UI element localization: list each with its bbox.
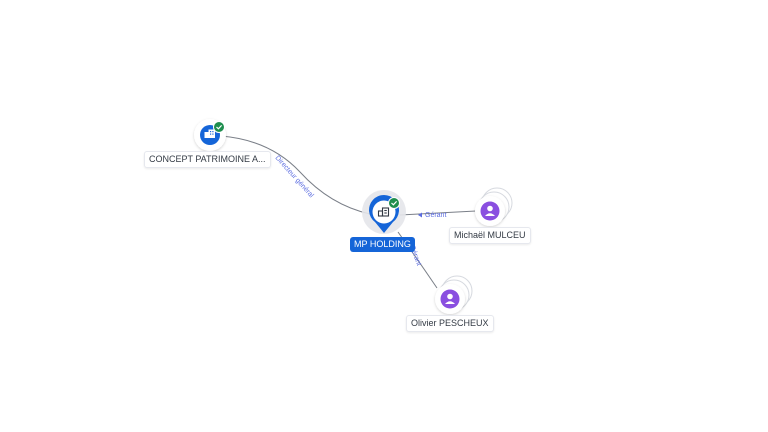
edge-arrow-michael — [418, 212, 422, 218]
verified-check-icon — [213, 121, 225, 133]
person-icon — [485, 205, 495, 216]
node-michael-mulceu[interactable] — [475, 187, 513, 226]
edge-concept-center: Directeur général — [220, 135, 371, 215]
node-olivier-pescheux[interactable] — [435, 275, 473, 314]
node-concept-patrimoine[interactable] — [194, 119, 226, 151]
label-concept-patrimoine[interactable]: CONCEPT PATRIMOINE A... — [144, 151, 271, 168]
building-icon — [377, 207, 390, 217]
person-icon — [445, 293, 455, 304]
node-mp-holding[interactable] — [362, 190, 406, 234]
edge-label-gerant-michael: Gérant — [425, 212, 446, 219]
label-michael-mulceu[interactable]: Michaël MULCEU — [449, 227, 531, 244]
label-mp-holding[interactable]: MP HOLDING — [350, 237, 415, 252]
label-olivier-pescheux[interactable]: Olivier PESCHEUX — [406, 315, 494, 332]
edge-michael-center: Gérant — [399, 210, 477, 219]
building-icon — [204, 129, 215, 138]
edge-label-directeur-general: Directeur général — [274, 155, 315, 200]
verified-check-icon — [388, 197, 400, 209]
